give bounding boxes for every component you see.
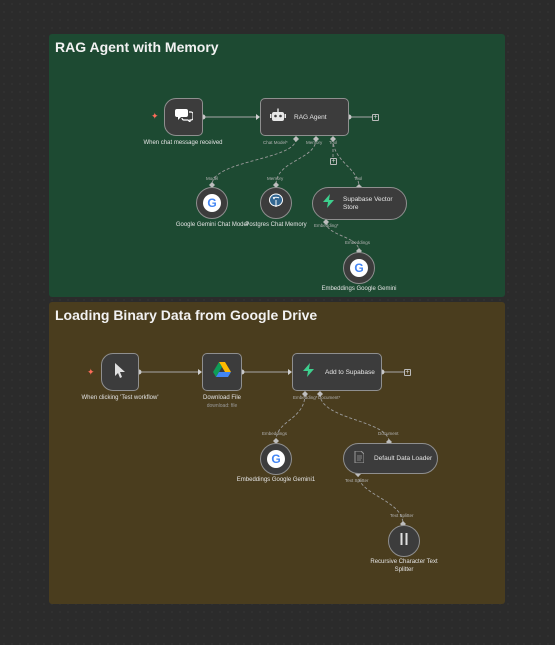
node-label: When clicking 'Test workflow'	[81, 395, 159, 401]
add-tool-button[interactable]: +	[330, 158, 337, 165]
port-label: Chat Model*	[263, 140, 288, 145]
port-label: Document	[378, 431, 399, 436]
add-to-supabase-node[interactable]: Add to Supabase	[292, 353, 382, 391]
postgres-elephant-icon	[267, 192, 285, 215]
sticky-note-rag[interactable]: RAG Agent with Memory	[49, 34, 505, 297]
connection	[211, 138, 297, 186]
port-label: Text Splitter	[390, 513, 414, 518]
supabase-bolt-icon	[303, 362, 315, 382]
embeddings-gemini-node[interactable]: G	[343, 252, 375, 284]
sticky-title: Loading Binary Data from Google Drive	[55, 307, 318, 323]
embeddings-gemini1-node[interactable]: G	[260, 443, 292, 475]
node-label: Download File	[202, 395, 242, 401]
port-label: Model	[206, 176, 219, 181]
google-g-icon: G	[267, 450, 285, 468]
node-label: Embeddings Google Gemini	[321, 286, 397, 292]
node-label: Add to Supabase	[325, 368, 375, 376]
port-label: Memory	[267, 176, 284, 181]
port-label: Embedding*	[314, 223, 339, 228]
postgres-memory-node[interactable]	[260, 187, 292, 219]
connection	[275, 393, 306, 442]
lightning-icon: ✦	[87, 367, 95, 377]
connection	[325, 221, 360, 252]
sticky-title: RAG Agent with Memory	[55, 39, 219, 55]
node-label: Supabase Vector Store	[343, 195, 393, 211]
manual-trigger-node[interactable]	[101, 353, 139, 391]
port-label: Tool	[329, 140, 338, 145]
cursor-pointer-icon	[114, 362, 126, 383]
node-label: Postgres Chat Memory	[245, 222, 307, 228]
document-icon	[354, 450, 365, 468]
lightning-icon: ✦	[151, 111, 159, 121]
robot-icon	[270, 108, 286, 127]
node-label: Recursive Character Text Splitter	[370, 559, 438, 573]
node-label: When chat message received	[143, 140, 223, 146]
default-data-loader-node[interactable]: Default Data Loader	[343, 443, 438, 474]
download-file-node[interactable]	[202, 353, 242, 391]
node-sublabel: download: file	[206, 403, 238, 409]
chat-trigger-node[interactable]	[164, 98, 203, 136]
connection	[275, 138, 317, 186]
port-label: Text Splitter	[345, 478, 369, 483]
rag-agent-node[interactable]: RAG Agent	[260, 98, 349, 136]
node-label: RAG Agent	[294, 113, 327, 121]
add-node-button[interactable]: +	[404, 369, 411, 376]
splitter-icon	[399, 532, 409, 551]
text-splitter-node[interactable]	[388, 525, 420, 557]
google-g-icon: G	[350, 259, 368, 277]
node-label: Default Data Loader	[374, 455, 433, 462]
port-label: Tool	[354, 176, 363, 181]
port-label: Memory	[306, 140, 323, 145]
port-label: Embeddings	[345, 240, 371, 245]
port-label: Embeddings	[262, 431, 288, 436]
connection	[319, 393, 390, 443]
connection	[332, 138, 360, 188]
gemini-chat-model-node[interactable]: G	[196, 187, 228, 219]
connection	[357, 473, 404, 525]
port-label: Embedding*	[293, 395, 318, 400]
chat-bubbles-icon	[174, 108, 194, 127]
google-drive-icon	[213, 361, 231, 383]
node-label: Embeddings Google Gemini1	[236, 477, 316, 483]
supabase-vector-store-node[interactable]: Supabase Vector Store	[312, 187, 407, 220]
add-node-button[interactable]: +	[372, 114, 379, 121]
supabase-bolt-icon	[323, 194, 335, 213]
node-label: Google Gemini Chat Model	[175, 222, 249, 228]
google-g-icon: G	[203, 194, 221, 212]
port-label: Document*	[318, 395, 341, 400]
